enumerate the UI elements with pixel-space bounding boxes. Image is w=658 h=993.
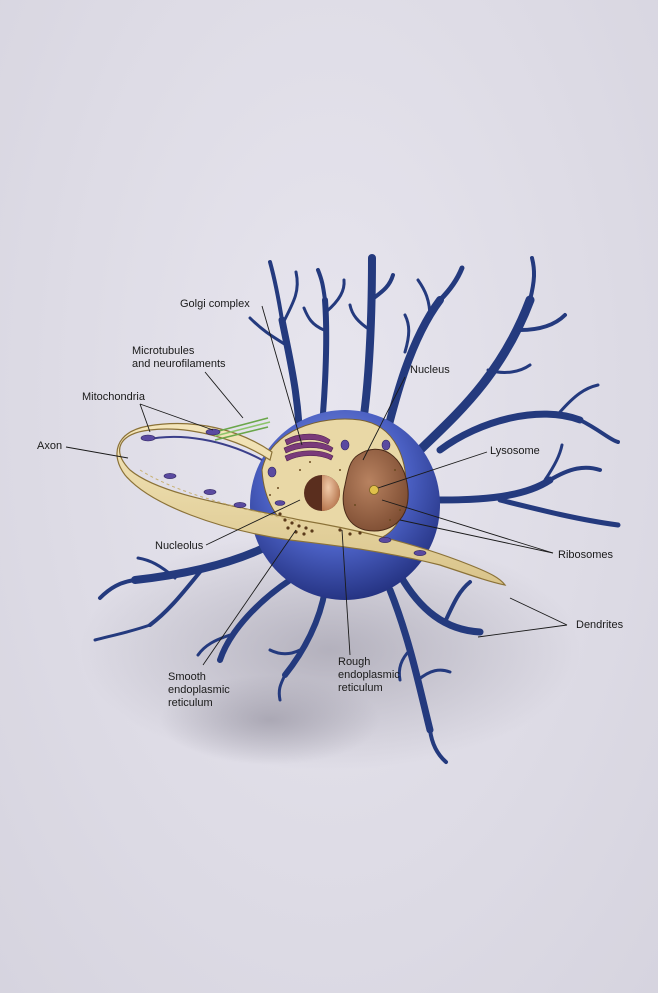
leader-lines <box>65 305 568 666</box>
label-rough-er-line2: endoplasmic <box>338 669 400 681</box>
label-rough-er-line1: Rough <box>338 656 370 668</box>
label-smooth-er-line1: Smooth <box>168 671 206 683</box>
labels: Golgi complex Microtubules and neurofila… <box>37 298 624 709</box>
label-smooth-er-line2: endoplasmic <box>168 684 230 696</box>
dendrites <box>93 254 621 764</box>
label-nucleolus: Nucleolus <box>155 540 204 552</box>
golgi-complex <box>283 433 334 462</box>
axon <box>116 422 507 586</box>
lysosome <box>369 485 379 495</box>
label-nucleus: Nucleus <box>410 364 450 376</box>
label-axon: Axon <box>37 440 62 452</box>
label-ribosomes: Ribosomes <box>558 549 614 561</box>
label-microtubules-line2: and neurofilaments <box>132 358 226 370</box>
label-microtubules-line1: Microtubules <box>132 345 195 357</box>
label-rough-er-line3: reticulum <box>338 682 383 694</box>
microtubules <box>214 417 271 441</box>
ribosomes <box>269 461 401 521</box>
label-mitochondria: Mitochondria <box>82 391 146 403</box>
label-dendrites: Dendrites <box>576 619 624 631</box>
label-golgi-complex: Golgi complex <box>180 298 250 310</box>
label-smooth-er-line3: reticulum <box>168 697 213 709</box>
label-lysosome: Lysosome <box>490 445 540 457</box>
